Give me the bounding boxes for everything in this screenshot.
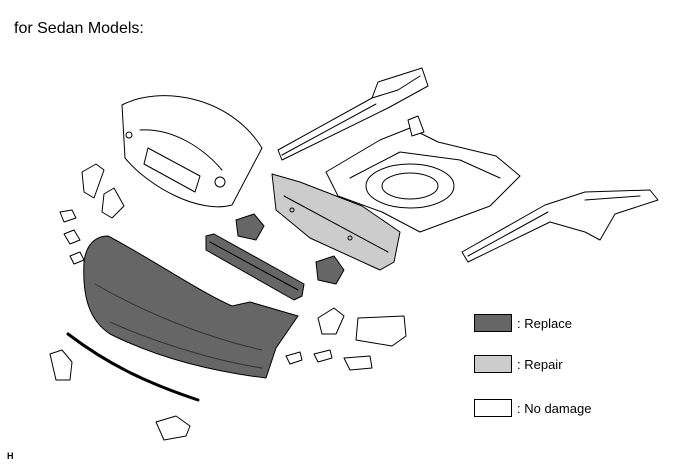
rear-floor-pan xyxy=(325,115,521,233)
rear-floor-side-member-left xyxy=(277,67,429,161)
bumper-reinforcement xyxy=(205,233,305,301)
bumper-bracket-left xyxy=(235,213,265,241)
diagram-heading: for Sedan Models: xyxy=(14,20,144,37)
bumper-bracket-right xyxy=(315,255,345,285)
rear-reflector-left xyxy=(81,163,125,219)
legend-item-repair: : Repair xyxy=(474,355,563,373)
legend-item-replace: : Replace xyxy=(474,314,572,332)
bumper-retainers xyxy=(59,209,373,371)
legend-swatch-no-damage xyxy=(474,399,512,417)
lower-back-panel xyxy=(271,173,401,271)
trunk-lid-part xyxy=(121,95,263,208)
illustration-code: H xyxy=(7,451,14,461)
bumper-side-support-left xyxy=(49,349,73,381)
legend-swatch-repair xyxy=(474,355,512,373)
bumper-lower-retainer xyxy=(155,415,191,441)
rear-reflector-right xyxy=(317,307,407,347)
legend-label-no-damage: : No damage xyxy=(517,400,592,416)
legend-label-replace: : Replace xyxy=(517,315,572,331)
rear-floor-side-member-right xyxy=(461,189,659,263)
legend-swatch-replace xyxy=(474,314,512,332)
legend-label-repair: : Repair xyxy=(517,356,563,372)
rear-bumper-cover xyxy=(83,235,299,379)
legend-item-no-damage: : No damage xyxy=(474,399,591,417)
bumper-molding xyxy=(66,332,200,402)
